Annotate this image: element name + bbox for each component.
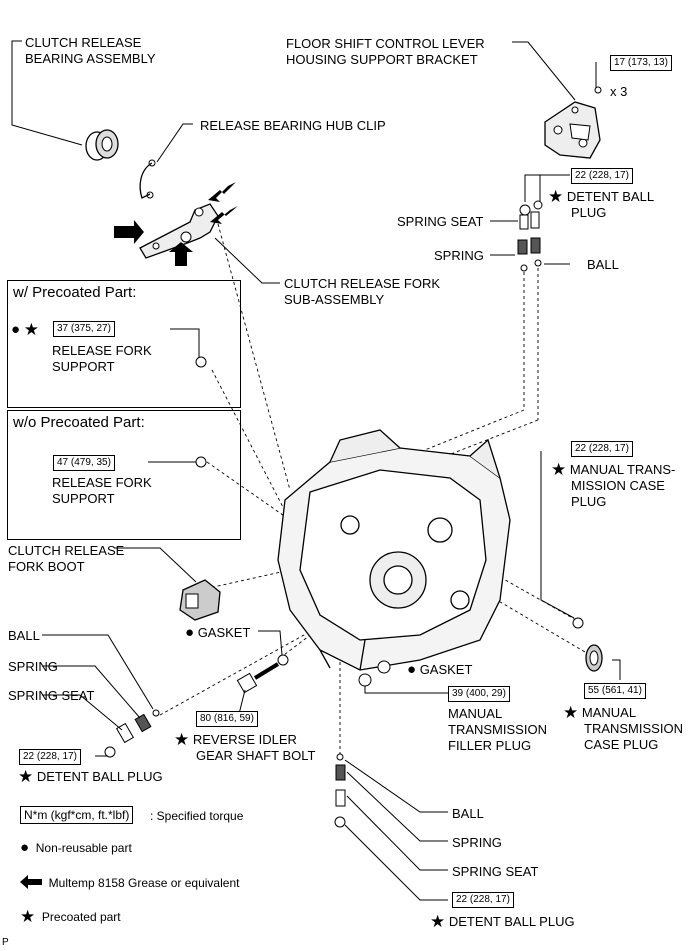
torque-detent-bottom: 22 (228, 17) <box>452 892 514 908</box>
label-spring-top: SPRING <box>434 248 484 263</box>
label-clutch-release-fork-boot-1: CLUTCH RELEASE <box>8 543 125 558</box>
label-bracket-count: x 3 <box>610 84 628 99</box>
torque-fork-support-plain: 47 (479, 35) <box>53 455 115 471</box>
label-ball-top: BALL <box>587 257 619 272</box>
label-floor-shift-bracket-1: FLOOR SHIFT CONTROL LEVER <box>286 36 485 51</box>
label-gasket-right: ● GASKET <box>407 661 473 678</box>
star-icon: ★ <box>548 187 564 206</box>
star-icon: ★ <box>18 767 34 786</box>
legend-grease: Multemp 8158 Grease or equivalent <box>20 875 239 891</box>
label-detent-ball-plug-top-1: ★ DETENT BALL <box>548 187 655 206</box>
torque-filler-plug: 39 (400, 29) <box>448 686 510 702</box>
legend-non-reusable: ● Non-reusable part <box>20 839 132 856</box>
label-spring-seat-bottom: SPRING SEAT <box>452 864 539 879</box>
label-clutch-release-bearing-2: BEARING ASSEMBLY <box>25 51 156 66</box>
label-mt-case-plug-lower-2: TRANSMISSION <box>584 721 683 736</box>
label-spring-seat-top: SPRING SEAT <box>397 214 484 229</box>
filled-circle-icon: ● <box>20 839 30 856</box>
label-ball-left: BALL <box>8 628 40 643</box>
legend-precoated: ★ Precoated part <box>20 907 121 926</box>
label-mt-filler-plug-2: TRANSMISSION <box>448 722 547 737</box>
label-spring-seat-left: SPRING SEAT <box>8 688 95 703</box>
label-mt-case-plug-right-3: PLUG <box>571 494 607 509</box>
symbols-nonreusable-precoated: ● ★ <box>11 321 39 338</box>
filled-circle-icon: ● <box>185 624 195 641</box>
label-release-fork-support-a-2: SUPPORT <box>52 359 115 374</box>
star-icon: ★ <box>174 730 190 749</box>
panel-without-precoated-title: w/o Precoated Part: <box>13 414 145 431</box>
floor-shift-bracket-part <box>544 101 601 159</box>
label-detent-ball-plug-bottom: ★ DETENT BALL PLUG <box>430 912 575 931</box>
label-release-bearing-hub-clip: RELEASE BEARING HUB CLIP <box>200 118 386 133</box>
legend-torque-desc: : Specified torque <box>150 809 244 823</box>
label-mt-case-plug-right-2: MISSION CASE <box>571 478 665 493</box>
panel-with-precoated <box>7 280 241 408</box>
clutch-release-fork-part <box>139 203 219 259</box>
filled-circle-icon: ● <box>11 321 21 338</box>
filled-circle-icon: ● <box>407 661 417 678</box>
star-icon: ★ <box>551 460 567 479</box>
label-clutch-release-bearing-1: CLUTCH RELEASE <box>25 35 142 50</box>
label-spring-left: SPRING <box>8 659 58 674</box>
label-clutch-release-fork-1: CLUTCH RELEASE FORK <box>284 276 441 291</box>
star-icon: ★ <box>563 703 579 722</box>
label-clutch-release-fork-2: SUB-ASSEMBLY <box>284 292 385 307</box>
panel-with-precoated-title: w/ Precoated Part: <box>13 284 137 301</box>
star-icon: ★ <box>20 907 36 926</box>
label-mt-filler-plug-3: FILLER PLUG <box>448 738 532 753</box>
label-detent-ball-plug-left: ★ DETENT BALL PLUG <box>18 767 163 786</box>
torque-bracket: 17 (173, 13) <box>610 55 672 71</box>
label-clutch-release-fork-boot-2: FORK BOOT <box>8 559 85 574</box>
torque-fork-support-precoated: 37 (375, 27) <box>53 321 115 337</box>
clutch-release-fork-boot-part <box>179 579 221 621</box>
torque-case-plug-right: 22 (228, 17) <box>571 441 633 457</box>
corner-mark: P <box>2 937 9 948</box>
grease-arrows <box>114 182 238 266</box>
torque-detent-top: 22 (228, 17) <box>571 168 633 184</box>
label-mt-case-plug-lower-1: ★ MANUAL <box>563 703 637 722</box>
label-floor-shift-bracket-2: HOUSING SUPPORT BRACKET <box>286 52 478 67</box>
label-reverse-idler-bolt-1: ★ REVERSE IDLER <box>174 730 297 749</box>
release-bearing-hub-clip-part <box>139 159 156 199</box>
legend-torque-unit: N*m (kgf*cm, ft.*lbf) <box>20 806 134 824</box>
label-reverse-idler-bolt-2: GEAR SHAFT BOLT <box>196 748 316 763</box>
torque-reverse-idler-bolt: 80 (816, 59) <box>196 711 258 727</box>
star-icon: ★ <box>23 320 39 339</box>
label-ball-bottom: BALL <box>452 806 484 821</box>
label-release-fork-support-b-2: SUPPORT <box>52 491 115 506</box>
star-icon: ★ <box>430 912 446 931</box>
clutch-release-bearing-part <box>85 129 119 161</box>
label-release-fork-support-a-1: RELEASE FORK <box>52 343 152 358</box>
torque-detent-left: 22 (228, 17) <box>19 749 81 765</box>
label-mt-case-plug-right-1: ★ MANUAL TRANS- <box>551 460 676 479</box>
torque-case-plug-lower: 55 (561, 41) <box>584 683 646 699</box>
label-mt-filler-plug-1: MANUAL <box>448 706 503 721</box>
label-release-fork-support-b-1: RELEASE FORK <box>52 475 152 490</box>
panel-without-precoated <box>7 410 241 540</box>
label-gasket-left: ● GASKET <box>185 624 251 641</box>
reverse-idler-bolt-part <box>236 662 280 694</box>
transmission-case-part <box>277 429 511 671</box>
label-mt-case-plug-lower-3: CASE PLUG <box>584 737 659 752</box>
arrow-icon <box>20 875 42 889</box>
label-spring-bottom: SPRING <box>452 835 502 850</box>
label-detent-ball-plug-top-2: PLUG <box>571 205 607 220</box>
